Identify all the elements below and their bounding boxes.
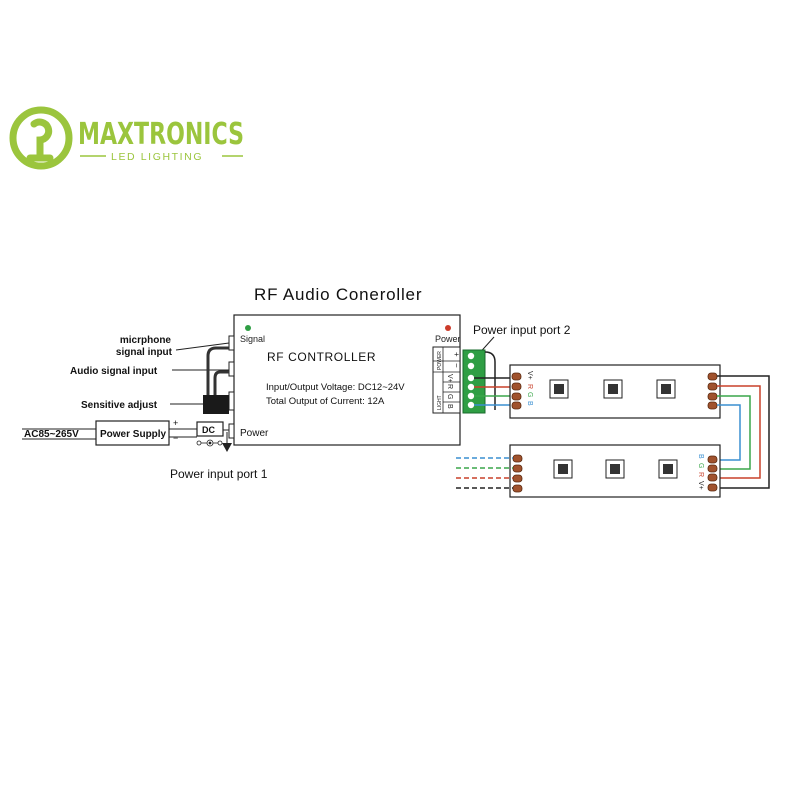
left-inputs: micrphone signal input Audio signal inpu… <box>22 335 268 481</box>
power-led-label: Power <box>435 334 461 344</box>
ps-plus-label: + <box>173 418 178 428</box>
power-supply-box <box>95 420 170 446</box>
mic-label-line1: micrphone <box>120 335 172 346</box>
strip-bottom-leds <box>553 459 678 479</box>
audio-label: Audio signal input <box>70 366 158 377</box>
brand-name: MAXTRONICS <box>78 117 244 152</box>
strip-top-pin-vplus: V+ <box>526 371 533 380</box>
loop-wire-vplus <box>717 375 770 489</box>
audio-connector <box>228 361 235 377</box>
sensitive-connector <box>228 391 235 411</box>
port1-label: Power input port 1 <box>170 467 268 481</box>
strip-bottom-pin-vplus: V+ <box>697 481 704 490</box>
strip-bottom-right-pads <box>707 455 718 492</box>
strip-bottom-pin-g: G <box>697 463 704 468</box>
strip-bottom-pin-b: B <box>697 454 704 459</box>
power-led <box>445 325 451 331</box>
terminal-plus: + <box>452 352 461 357</box>
terminal-pin-r: R <box>446 384 453 389</box>
sensitive-label: Sensitive adjust <box>81 400 158 411</box>
diagram-title: RF Audio Coneroller <box>254 285 422 304</box>
ac-range-label: AC85~265V <box>24 429 79 440</box>
signal-led <box>245 325 251 331</box>
dc-jack <box>228 423 235 439</box>
voltage-spec: Input/Output Voltage: DC12~24V <box>266 382 405 393</box>
signal-led-label: Signal <box>240 334 265 344</box>
brand-logo: MAXTRONICS LED LIGHTING <box>9 106 244 170</box>
terminal-pin-vplus: V+ <box>446 374 453 383</box>
terminal-power-label: POWER <box>437 351 443 370</box>
controller-name: RF CONTROLLER <box>267 350 376 364</box>
led-strip-bottom: B G R V+ <box>509 444 721 498</box>
dc-polarity-icon <box>196 439 223 447</box>
rf-controller: Signal Power RF CONTROLLER Input/Output … <box>228 314 461 446</box>
terminal-pin-g: G <box>446 394 453 399</box>
strip-bottom-pin-r: R <box>697 472 704 477</box>
dc-label: DC <box>202 425 215 435</box>
sensitive-knob <box>203 395 229 414</box>
continuation-wires <box>456 457 513 489</box>
bulb-logo-icon <box>9 106 73 170</box>
mic-connector <box>228 335 235 351</box>
strip-top-pin-b: B <box>526 401 533 406</box>
port2-connector: Power input port 2 <box>462 323 571 414</box>
terminal-block: POWER LIGHT + − V+ R G B <box>432 346 461 414</box>
terminal-light-label: LIGHT <box>437 395 443 410</box>
loop-wires <box>717 375 770 489</box>
brand-tagline: LED LIGHTING <box>111 151 203 163</box>
strip-top-pin-r: R <box>526 384 533 389</box>
loop-wire-red <box>717 385 761 479</box>
dc-connector-box <box>196 421 224 437</box>
ps-minus-label: − <box>173 433 178 443</box>
controller-power-label: Power <box>240 428 269 439</box>
wires-to-top-strip <box>474 377 514 406</box>
loop-wire-green <box>717 395 751 470</box>
power-supply-label: Power Supply <box>100 429 167 440</box>
led-strip-top: V+ R G B <box>509 364 721 419</box>
current-spec: Total Output of Current: 12A <box>266 396 385 407</box>
loop-wire-blue <box>717 404 741 461</box>
terminal-minus: − <box>452 363 461 368</box>
audio-cable-outer <box>206 346 229 400</box>
mic-label-line2: signal input <box>116 347 173 358</box>
port2-label: Power input port 2 <box>473 323 571 337</box>
strip-top-right-pads <box>707 372 718 410</box>
controller-body <box>233 314 461 446</box>
strip-top-left-pads <box>511 372 522 410</box>
audio-cable-inner <box>213 370 229 400</box>
strip-top-pin-g: G <box>526 392 533 397</box>
terminal-pin-b: B <box>446 404 453 409</box>
connector-latch <box>484 351 496 410</box>
port1-arrow-icon <box>222 443 232 452</box>
mic-leader <box>175 342 230 351</box>
green-terminal-connector <box>462 349 486 414</box>
strip-top-leds <box>549 379 676 399</box>
